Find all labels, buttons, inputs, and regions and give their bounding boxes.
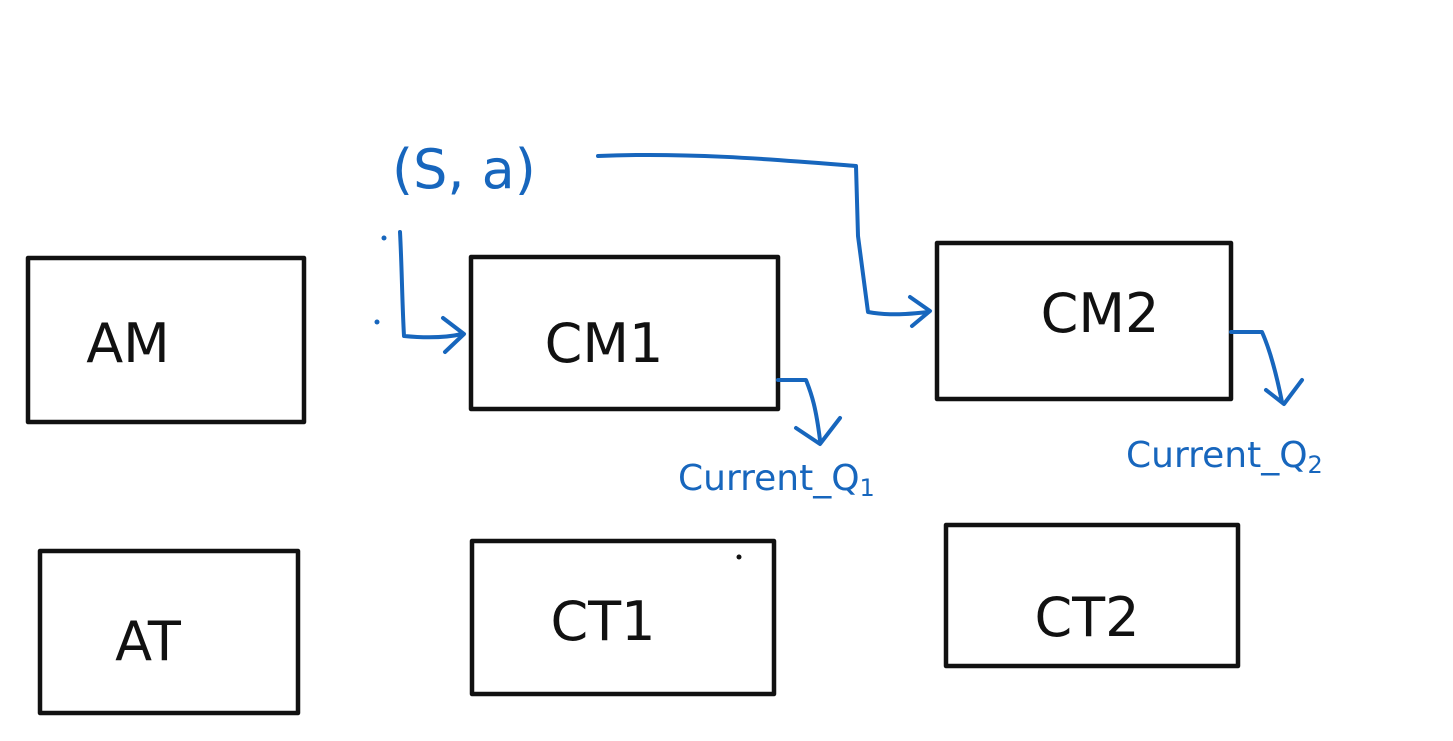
dot-mark [381,235,387,241]
output-q1-subscript: 1 [860,474,875,502]
arrow-input-to-cm2 [596,152,932,328]
box-cm1-label: CM1 [545,312,664,375]
box-at-label: AT [115,610,182,673]
box-ct2-label: CT2 [1034,586,1139,649]
state-action-label: (S, a) [392,138,536,201]
box-cm2: CM2 [934,240,1234,402]
box-am: AM [25,255,307,425]
box-ct1-label: CT1 [550,590,655,653]
box-ct2: CT2 [943,522,1241,669]
box-cm2-label: CM2 [1041,282,1160,345]
box-at: AT [37,548,301,716]
output-q2-prefix: Current_Q [1126,435,1308,476]
output-q2-subscript: 2 [1308,451,1323,479]
arrow-cm2-to-q2 [1229,330,1304,406]
dot-mark [374,319,380,325]
output-q1-label: Current_Q1 [678,458,875,502]
arrow-cm1-to-q1 [776,378,842,446]
box-cm1: CM1 [468,254,781,412]
arrow-input-to-cm1 [374,230,466,354]
output-q2-label: Current_Q2 [1126,435,1323,479]
box-ct1: CT1 [469,538,777,697]
stray-mark [736,554,742,560]
output-q1-prefix: Current_Q [678,458,860,499]
box-am-label: AM [86,312,170,375]
